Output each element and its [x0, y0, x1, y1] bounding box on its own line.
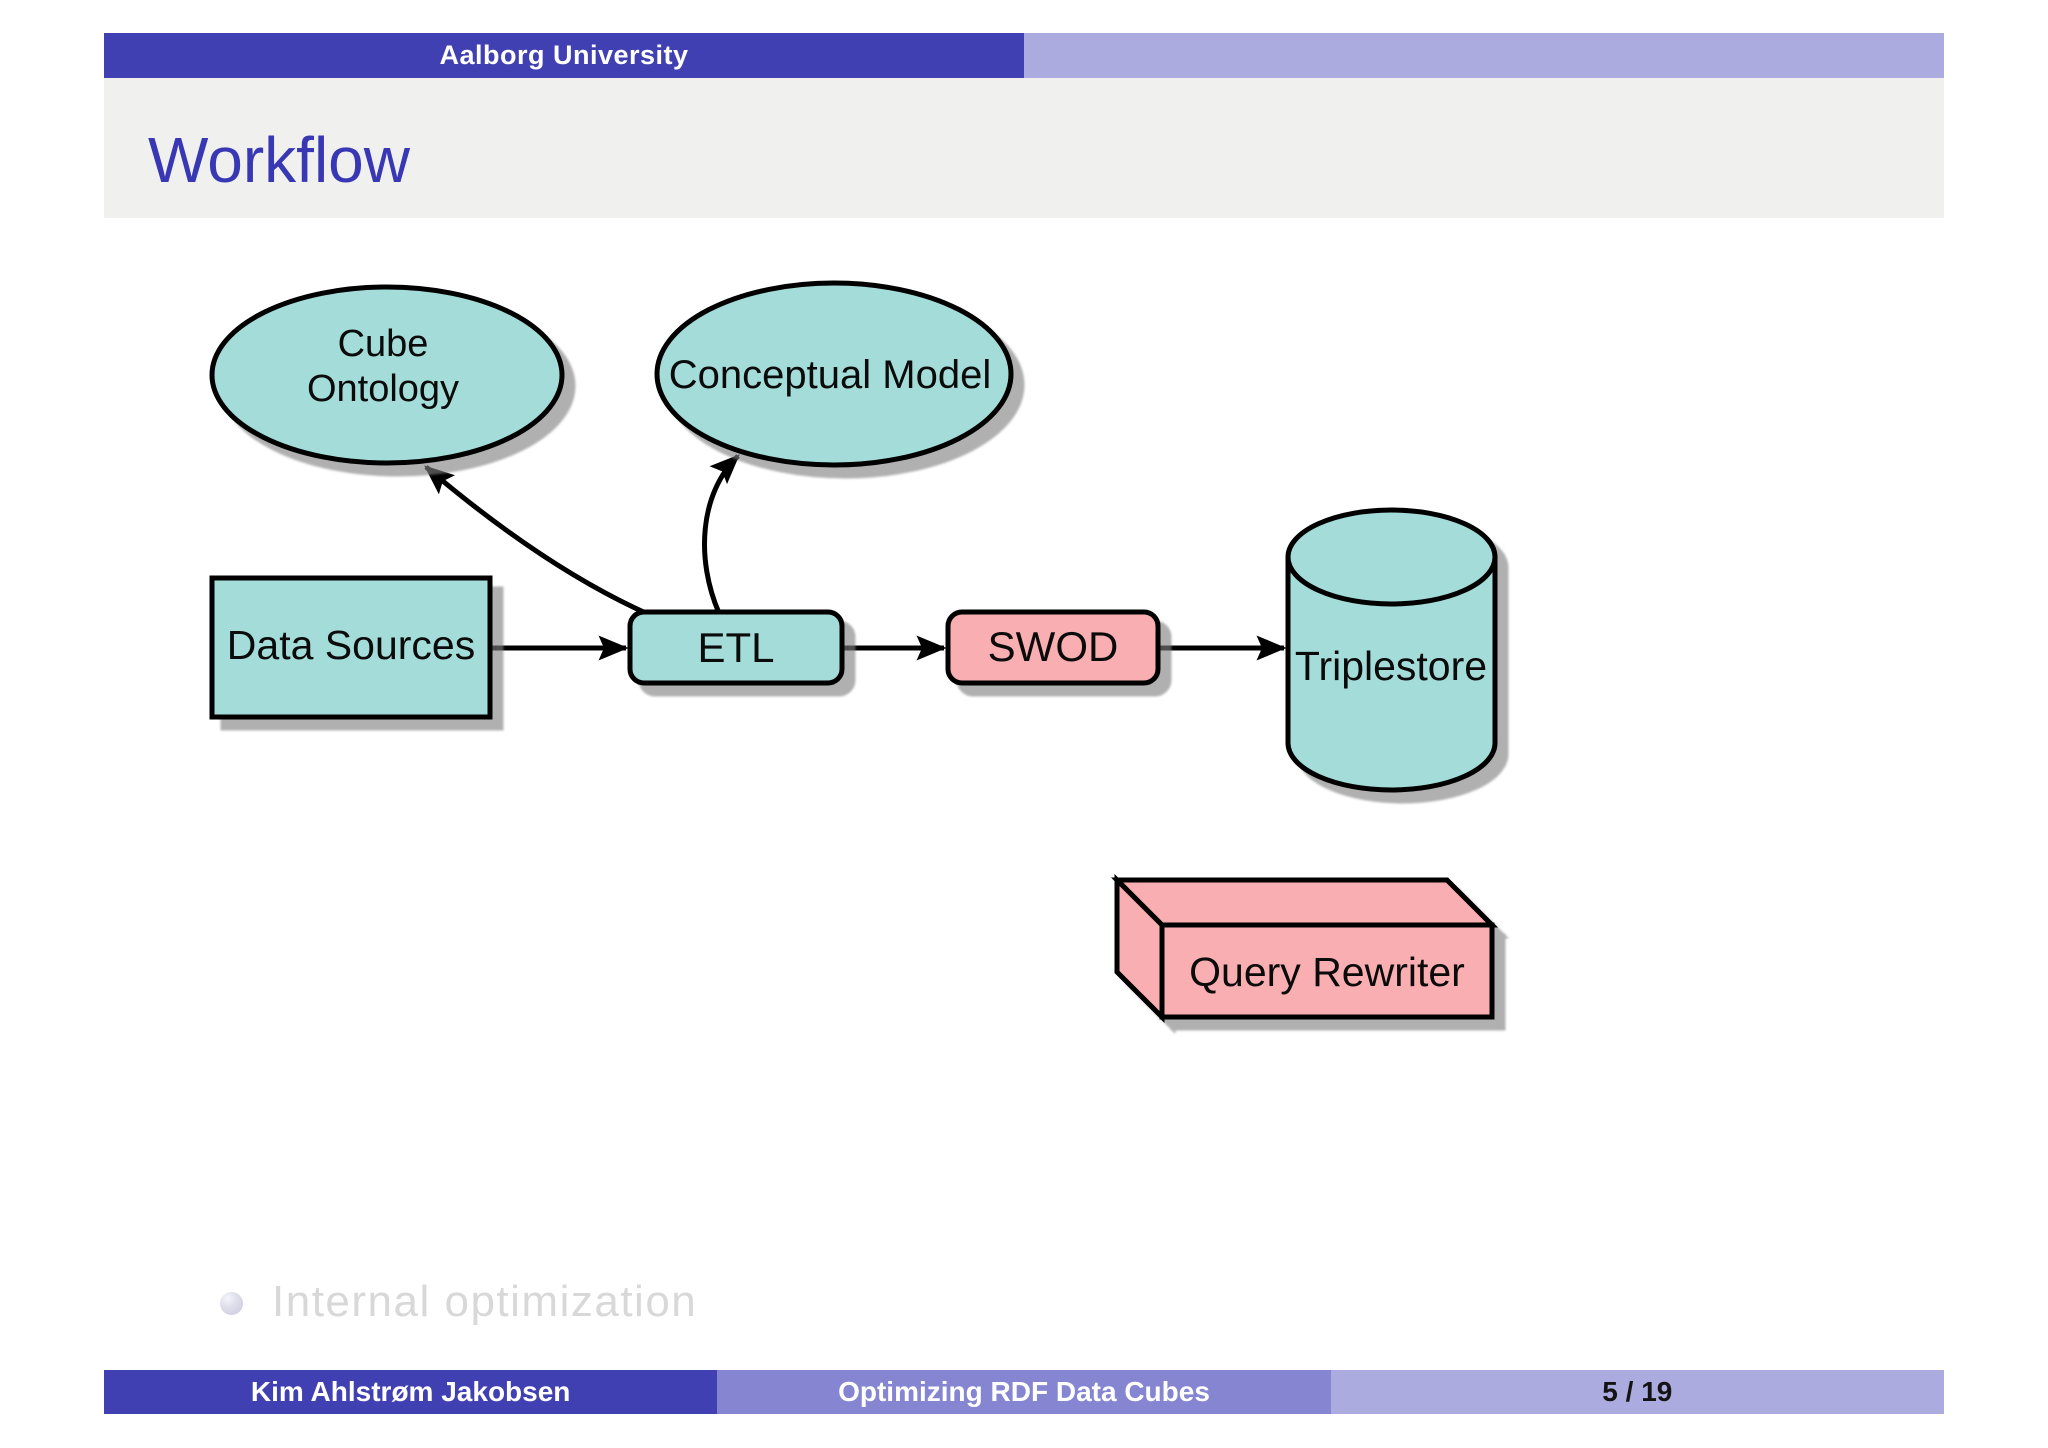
query-rewriter-label: Query Rewriter — [1189, 949, 1465, 995]
arrow-etl-to-cube-ontology — [424, 465, 650, 617]
conceptual-model-label: Conceptual Model — [669, 353, 991, 397]
data-sources-label: Data Sources — [227, 622, 475, 668]
frame-title-band: Workflow — [104, 78, 1944, 218]
footer-author: Kim Ahlstrøm Jakobsen — [250, 1376, 571, 1407]
node-swod: SWOD — [945, 609, 1161, 686]
triplestore-label: Triplestore — [1295, 643, 1487, 689]
footer-author-section: Kim Ahlstrøm Jakobsen — [104, 1370, 718, 1414]
swod-label: SWOD — [988, 623, 1119, 670]
node-triplestore: Triplestore — [1285, 507, 1498, 793]
etl-label: ETL — [697, 624, 774, 671]
node-conceptual-model: Conceptual Model — [654, 280, 1014, 468]
node-cube-ontology: Cube Ontology — [209, 284, 565, 466]
cube-ontology-label-line1: Cube — [338, 323, 429, 365]
node-data-sources: Data Sources — [209, 575, 493, 720]
header-right-section — [1024, 33, 1944, 78]
footer-shorttitle-section: Optimizing RDF Data Cubes — [717, 1370, 1331, 1414]
cube-ontology-label-line2: Ontology — [307, 368, 459, 410]
institute-name: Aalborg University — [439, 40, 689, 70]
cylinder-top-cap — [1285, 556, 1498, 607]
node-query-rewriter: Query Rewriter — [1110, 873, 1499, 1024]
footer-page-section: 5 / 19 — [1330, 1370, 1944, 1414]
frame-title: Workflow — [148, 124, 410, 196]
node-etl: ETL — [627, 609, 845, 686]
header-institute-section: Aalborg University — [104, 33, 1024, 78]
bullet-ball-icon — [220, 1292, 243, 1315]
footer-page-number: 5 / 19 — [1602, 1376, 1673, 1407]
footer-short-title: Optimizing RDF Data Cubes — [838, 1376, 1210, 1407]
header-bar: Aalborg University — [104, 33, 1944, 78]
arrow-etl-to-conceptual-model — [702, 454, 740, 614]
bullet-label: Internal optimization — [272, 1277, 698, 1326]
footer-bar: Kim Ahlstrøm Jakobsen Optimizing RDF Dat… — [104, 1370, 1944, 1414]
